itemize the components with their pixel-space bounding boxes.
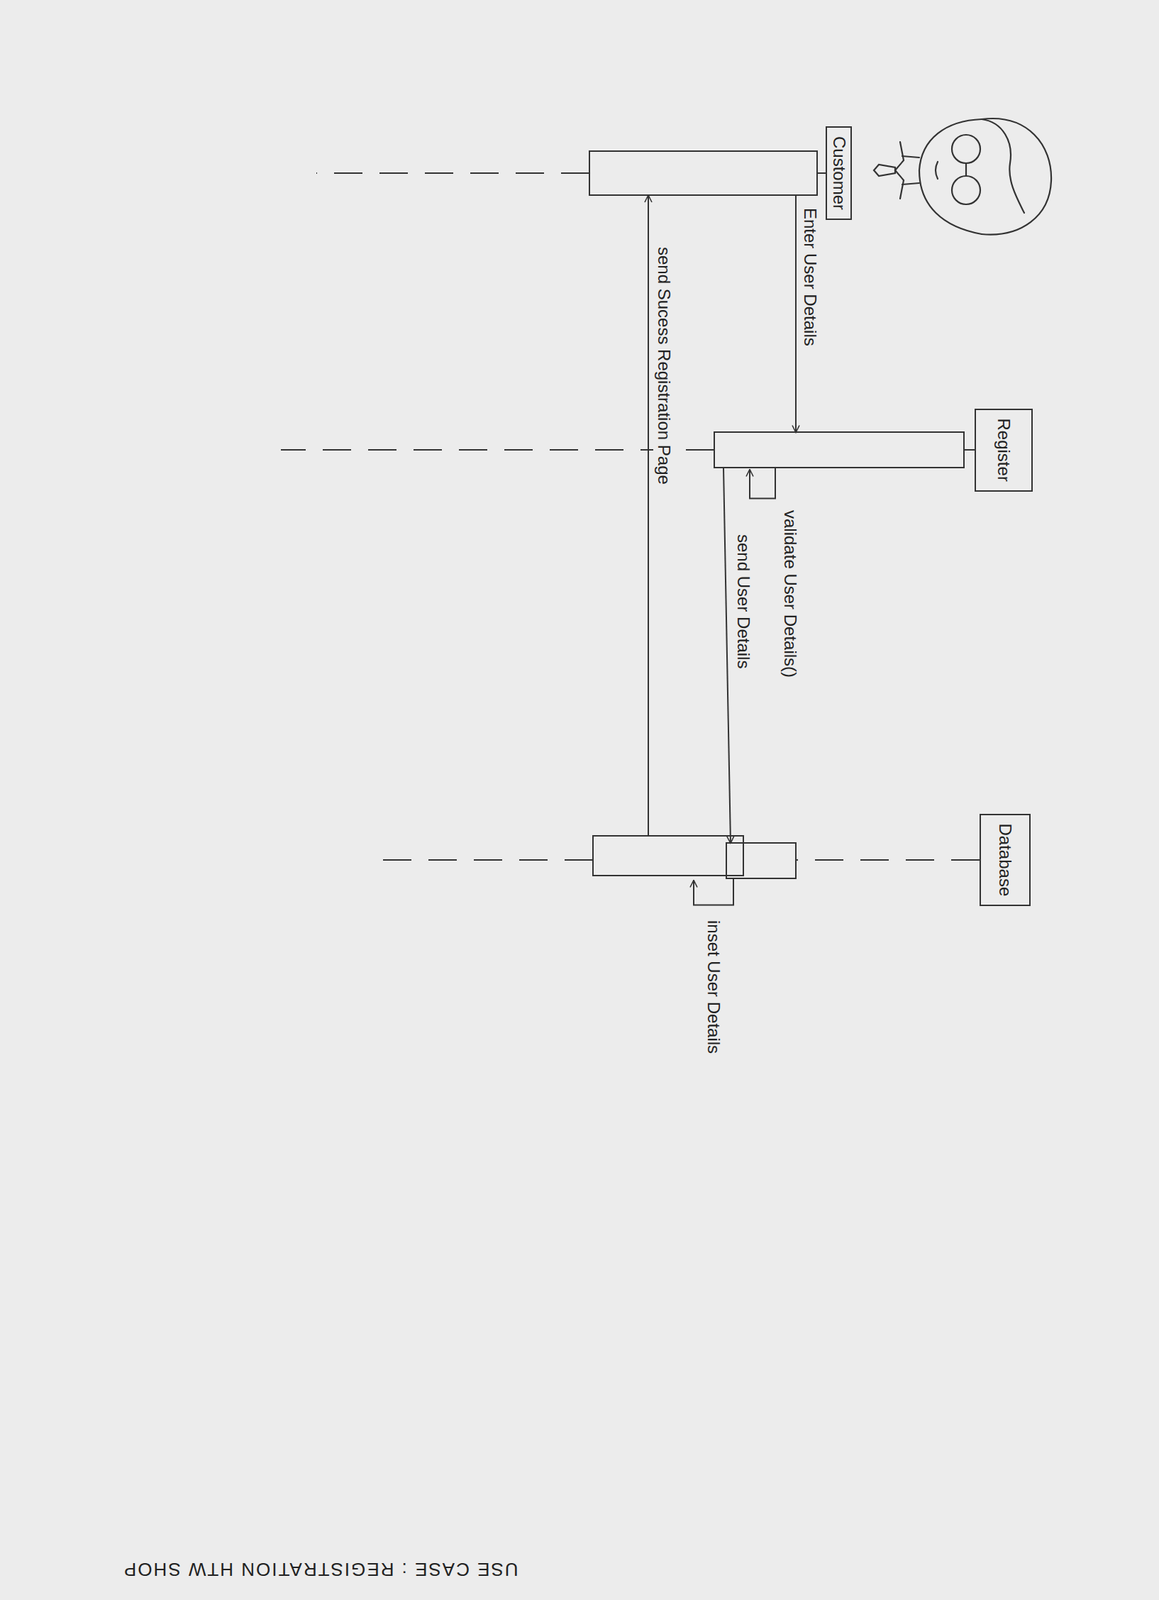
glasses-bridge: [965, 163, 967, 176]
message-label: validate User Details(): [779, 507, 801, 680]
lifeline: [316, 172, 590, 174]
message-arrow: [647, 195, 650, 837]
activation-bar: [714, 431, 964, 468]
mouth: [935, 161, 938, 179]
message-arrow: [723, 468, 731, 844]
face-outline: [919, 119, 982, 235]
neck: [902, 183, 920, 185]
message-arrow: [795, 195, 797, 433]
message-arrow: [749, 468, 776, 499]
activation-bar: [589, 151, 818, 196]
lifeline: [963, 448, 975, 451]
lifeline: [795, 858, 980, 861]
glasses-right: [951, 175, 981, 205]
participant-box: Database: [979, 813, 1031, 907]
message-label: inset User Details: [702, 917, 724, 1056]
lifeline: [367, 858, 593, 861]
activation-bar: [592, 835, 744, 876]
hair-outline: [981, 118, 1052, 235]
diagram-title: USE CASE : REGISTRATION HTW SHOP: [122, 1557, 519, 1580]
glasses-left: [951, 134, 981, 164]
message-label: Enter User Details: [799, 205, 820, 349]
actor-figure: [873, 118, 1052, 235]
lifeline: [817, 172, 827, 174]
activation-bar: [726, 842, 796, 879]
collar: [895, 141, 904, 199]
lifeline: [280, 448, 715, 451]
hair-fringe: [981, 119, 1025, 213]
message-label: send User Details: [732, 531, 754, 671]
message-label: send Sucess Registration Page: [653, 244, 674, 487]
participant-name: Register: [993, 418, 1015, 482]
participant-name: Database: [995, 823, 1016, 897]
participant-box: Customer: [825, 126, 852, 220]
lifelines: [280, 151, 980, 879]
neck: [902, 156, 920, 158]
message-arrow: [693, 878, 734, 906]
participant-box: Register: [974, 408, 1033, 492]
participant-name: Customer: [828, 136, 850, 210]
tie: [873, 164, 896, 176]
